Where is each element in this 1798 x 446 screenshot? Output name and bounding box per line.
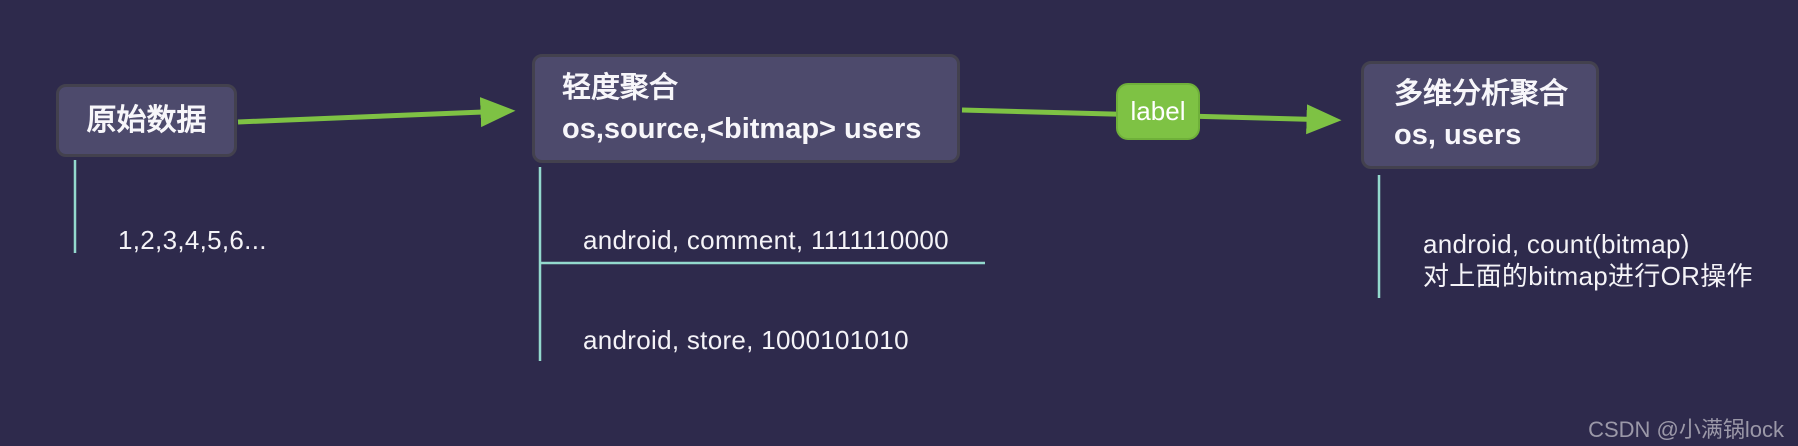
note-raw-data-values: 1,2,3,4,5,6... xyxy=(118,225,267,255)
node-light-agg-title: 轻度聚合 xyxy=(562,71,679,104)
edge-label-badge: label xyxy=(1116,83,1200,140)
node-multi-dim-agg-title: 多维分析聚合 xyxy=(1394,78,1569,110)
note-light-agg-row-1: android, comment, 1111110000 xyxy=(583,225,949,255)
watermark: CSDN @小满锅lock xyxy=(1588,417,1784,442)
node-light-agg: 轻度聚合 os,source,<bitmap> users xyxy=(532,54,960,163)
node-multi-dim-agg-subtitle: os, users xyxy=(1394,119,1522,151)
node-raw-data: 原始数据 xyxy=(56,84,237,157)
note-multi-dim-row-1: android, count(bitmap) xyxy=(1423,229,1690,259)
node-light-agg-subtitle: os,source,<bitmap> users xyxy=(562,112,922,145)
node-raw-data-title: 原始数据 xyxy=(86,104,207,137)
arrow-raw-to-light-agg-icon xyxy=(237,97,516,128)
note-multi-dim-row-2: 对上面的bitmap进行OR操作 xyxy=(1423,261,1753,291)
note-light-agg-row-2: android, store, 1000101010 xyxy=(583,325,909,355)
node-multi-dim-agg: 多维分析聚合 os, users xyxy=(1361,61,1599,169)
